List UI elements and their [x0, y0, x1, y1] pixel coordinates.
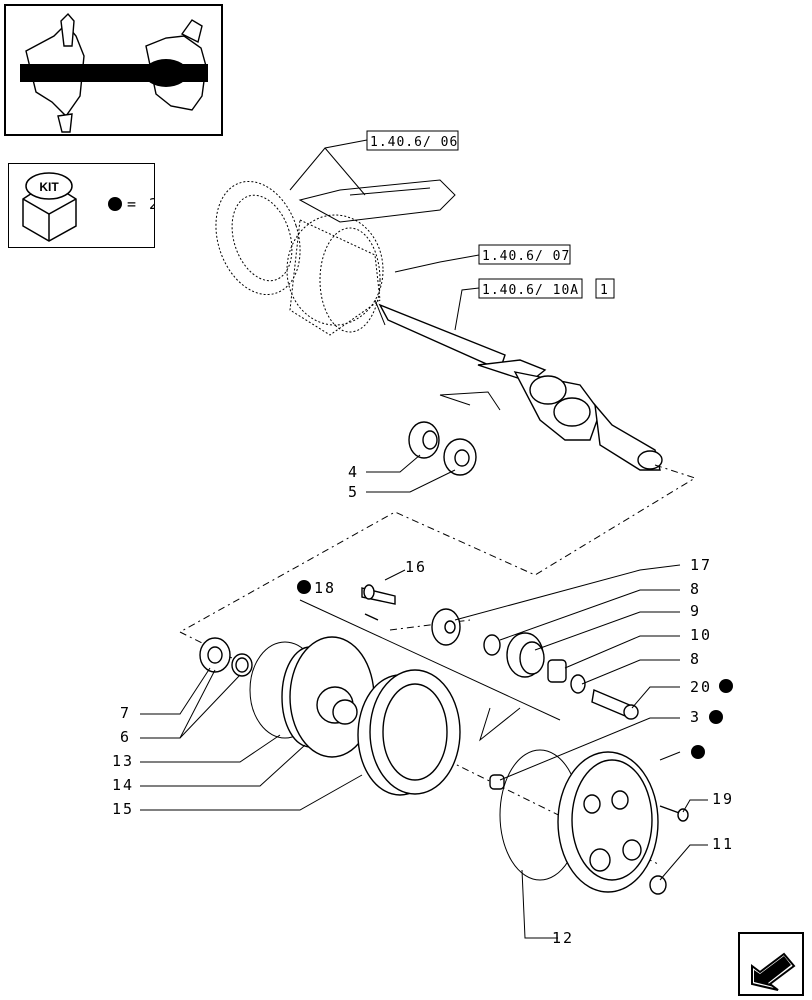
next-page-button[interactable] — [738, 932, 804, 996]
callout-15: 15 — [112, 800, 134, 818]
axle-shaft-drawing — [374, 299, 663, 471]
axle-thumbnail-drawing — [20, 12, 208, 133]
bullet-icon — [297, 580, 311, 594]
callout-4: 4 — [348, 463, 359, 481]
callout-5: 5 — [348, 483, 359, 501]
callout-3: 3 — [690, 708, 701, 726]
callout-11: 11 — [712, 835, 734, 853]
reference-text: 1.40.6/ 10A — [482, 283, 579, 298]
planet-gear-9 — [506, 632, 545, 678]
washer-17 — [431, 608, 461, 646]
callout-19: 19 — [712, 790, 734, 808]
dowel-3 — [489, 774, 505, 790]
callout-13: 13 — [112, 752, 134, 770]
planet-carrier-14 — [281, 636, 375, 758]
needle-bearing-10 — [547, 659, 567, 683]
reference-text: 1.40.6/ 06 — [370, 135, 458, 150]
callout-12: 12 — [552, 929, 574, 947]
kit-legend-box: KIT = 2 — [8, 163, 158, 248]
screw-19 — [659, 805, 689, 822]
callout-7: 7 — [120, 704, 131, 722]
bullet-icon — [691, 745, 705, 759]
callout-6: 6 — [120, 728, 131, 746]
reference-2[interactable]: 1.40.6/ 07 — [478, 244, 571, 265]
kit-legend-drawing: KIT = 2 — [22, 172, 158, 242]
callout-20: 20 — [690, 678, 712, 696]
crown-wheel-drawing — [215, 179, 456, 336]
callout-9: 9 — [690, 602, 701, 620]
callout-16: 16 — [405, 558, 427, 576]
washer-6 — [231, 653, 253, 677]
bearing-7 — [199, 637, 231, 673]
callout-17: 17 — [690, 556, 712, 574]
callout-10: 10 — [690, 626, 712, 644]
callout-14: 14 — [112, 776, 134, 794]
bearing-4 — [408, 421, 440, 459]
callout-8: 8 — [690, 580, 701, 598]
shaft-20 — [591, 689, 639, 720]
pin-16 — [361, 584, 396, 621]
ring-gear-15 — [357, 669, 461, 796]
bullet-icon — [719, 679, 733, 693]
reference-text: 1.40.6/ 07 — [482, 249, 570, 264]
bullet-icon — [108, 197, 122, 211]
reference-number: 1 — [600, 283, 609, 298]
hub-cover — [557, 751, 659, 893]
ring-8 — [483, 634, 501, 656]
callout-18: 18 — [314, 579, 336, 597]
reference-1[interactable]: 1.40.6/ 06 — [366, 130, 459, 151]
ring-8b — [570, 674, 586, 694]
kit-label: KIT — [39, 180, 59, 194]
plug-11 — [649, 875, 667, 895]
bullet-icon — [709, 710, 723, 724]
assembly-thumbnail[interactable] — [4, 4, 223, 136]
arrow-left-down-icon — [751, 952, 796, 991]
reference-3[interactable]: 1.40.6/ 10A 1 — [478, 278, 615, 299]
kit-quantity: = 2 — [127, 195, 154, 213]
seal-5 — [443, 438, 477, 476]
callout-8b: 8 — [690, 650, 701, 668]
